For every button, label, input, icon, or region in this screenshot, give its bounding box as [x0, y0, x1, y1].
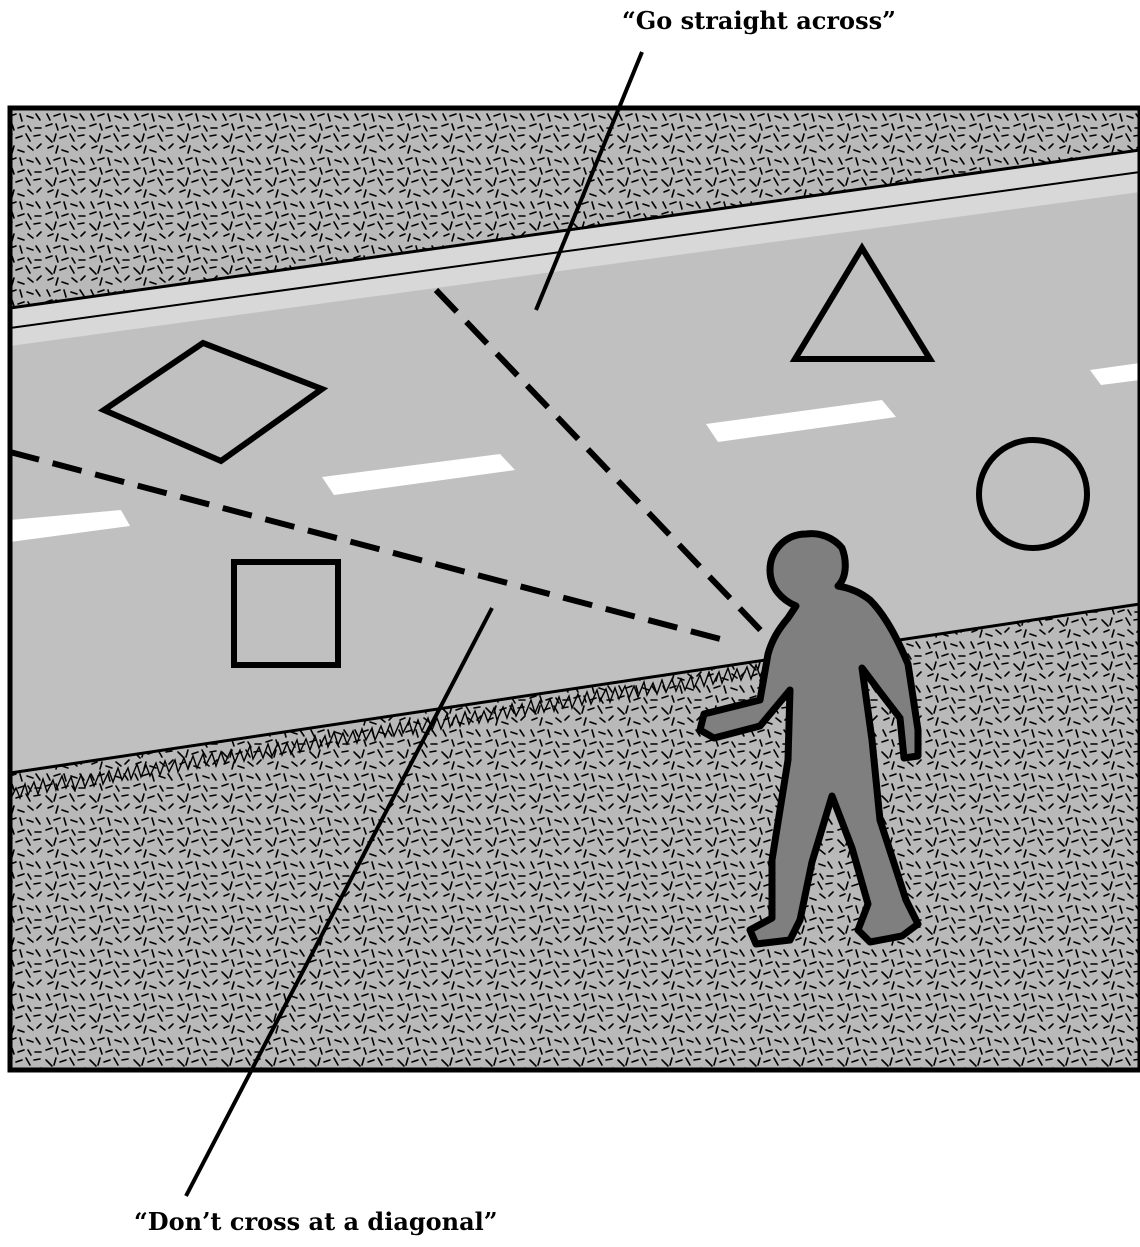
straight-across-path — [433, 287, 771, 641]
lane-markings — [10, 363, 1140, 542]
caption-go-straight-across: “Go straight across” — [622, 6, 896, 35]
scene-frame — [7, 105, 1140, 1073]
diagonal-path — [10, 449, 725, 643]
diamond-shape — [97, 339, 329, 465]
caption-dont-cross-diagonal: “Don’t cross at a diagonal” — [134, 1207, 498, 1236]
triangle-shape — [789, 242, 936, 362]
leader-line-bottom — [184, 607, 494, 1197]
circle-shape — [976, 437, 1090, 551]
pedestrian-figure — [696, 530, 922, 948]
road-near-edge — [10, 602, 1140, 775]
leader-line-top — [534, 51, 644, 311]
grass-tufts — [10, 645, 883, 801]
square-shape — [231, 559, 341, 668]
